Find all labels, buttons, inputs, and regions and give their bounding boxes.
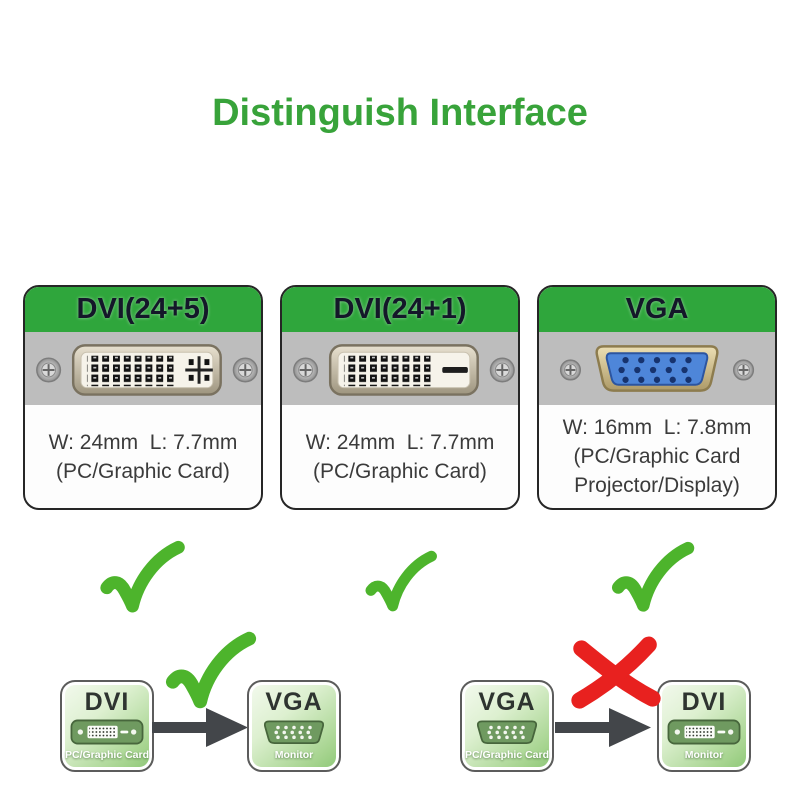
mini-box-sublabel: PC/Graphic Card [64, 749, 150, 762]
page-title: Distinguish Interface [212, 92, 588, 134]
card-title: VGA [625, 293, 689, 325]
dvi-24-1-port-image [282, 332, 518, 405]
card-vga: VGA [537, 285, 777, 510]
cross-icon [571, 636, 661, 709]
vga-connector-icon [476, 720, 538, 745]
dvi-24-5-connector-icon [36, 344, 258, 396]
arrow-right-icon [555, 708, 651, 747]
card-title: DVI(24+1) [333, 293, 467, 325]
dvi-target-box: DVI Monitor [657, 680, 751, 772]
vga-source-box: VGA PC/Graphic Card [460, 680, 554, 772]
mini-box-sublabel: Monitor [684, 749, 724, 762]
dvi-connector-icon [70, 719, 144, 745]
card-specs: W: 16mm L: 7.8mm (PC/Graphic Card Projec… [539, 405, 775, 508]
dvi-24-5-port-image [25, 332, 261, 405]
card-dvi-24-1: DVI(24+1) [280, 285, 520, 510]
vga-port-image [539, 332, 775, 405]
mini-box-sublabel: PC/Graphic Card [464, 749, 550, 762]
card-dvi-24-5: DVI(24+5) [23, 285, 263, 510]
vga-connector-icon [263, 720, 325, 745]
arrow-right-icon [152, 708, 248, 747]
mini-box-title: DVI [681, 688, 727, 717]
card-specs: W: 24mm L: 7.7mm (PC/Graphic Card) [25, 405, 261, 508]
mini-box-title: VGA [265, 688, 323, 717]
card-title: DVI(24+5) [76, 293, 210, 325]
mini-box-title: DVI [84, 688, 130, 717]
spec-usage: (PC/Graphic Card) [56, 459, 230, 483]
dvi-24-1-connector-icon [293, 344, 515, 396]
card-header: VGA [539, 287, 775, 332]
check-icon [100, 540, 185, 613]
dvi-source-box: DVI PC/Graphic Card [60, 680, 154, 772]
check-icon [611, 541, 695, 612]
spec-dimensions: W: 16mm L: 7.8mm [562, 416, 752, 439]
interface-cards: DVI(24+5) [23, 285, 777, 510]
card-header: DVI(24+1) [282, 287, 518, 332]
spec-usage-2: Projector/Display) [574, 474, 740, 497]
check-icon [165, 631, 257, 709]
check-icon [365, 550, 437, 612]
dvi-connector-icon [667, 719, 741, 745]
card-specs: W: 24mm L: 7.7mm (PC/Graphic Card) [282, 405, 518, 508]
vga-connector-icon [559, 345, 755, 392]
spec-usage: (PC/Graphic Card) [313, 459, 487, 483]
mini-box-title: VGA [478, 688, 536, 717]
spec-dimensions: W: 24mm L: 7.7mm [305, 430, 495, 454]
spec-usage: (PC/Graphic Card [573, 445, 741, 468]
card-header: DVI(24+5) [25, 287, 261, 332]
spec-dimensions: W: 24mm L: 7.7mm [48, 430, 238, 454]
vga-target-box: VGA Monitor [247, 680, 341, 772]
mini-box-sublabel: Monitor [274, 749, 314, 762]
